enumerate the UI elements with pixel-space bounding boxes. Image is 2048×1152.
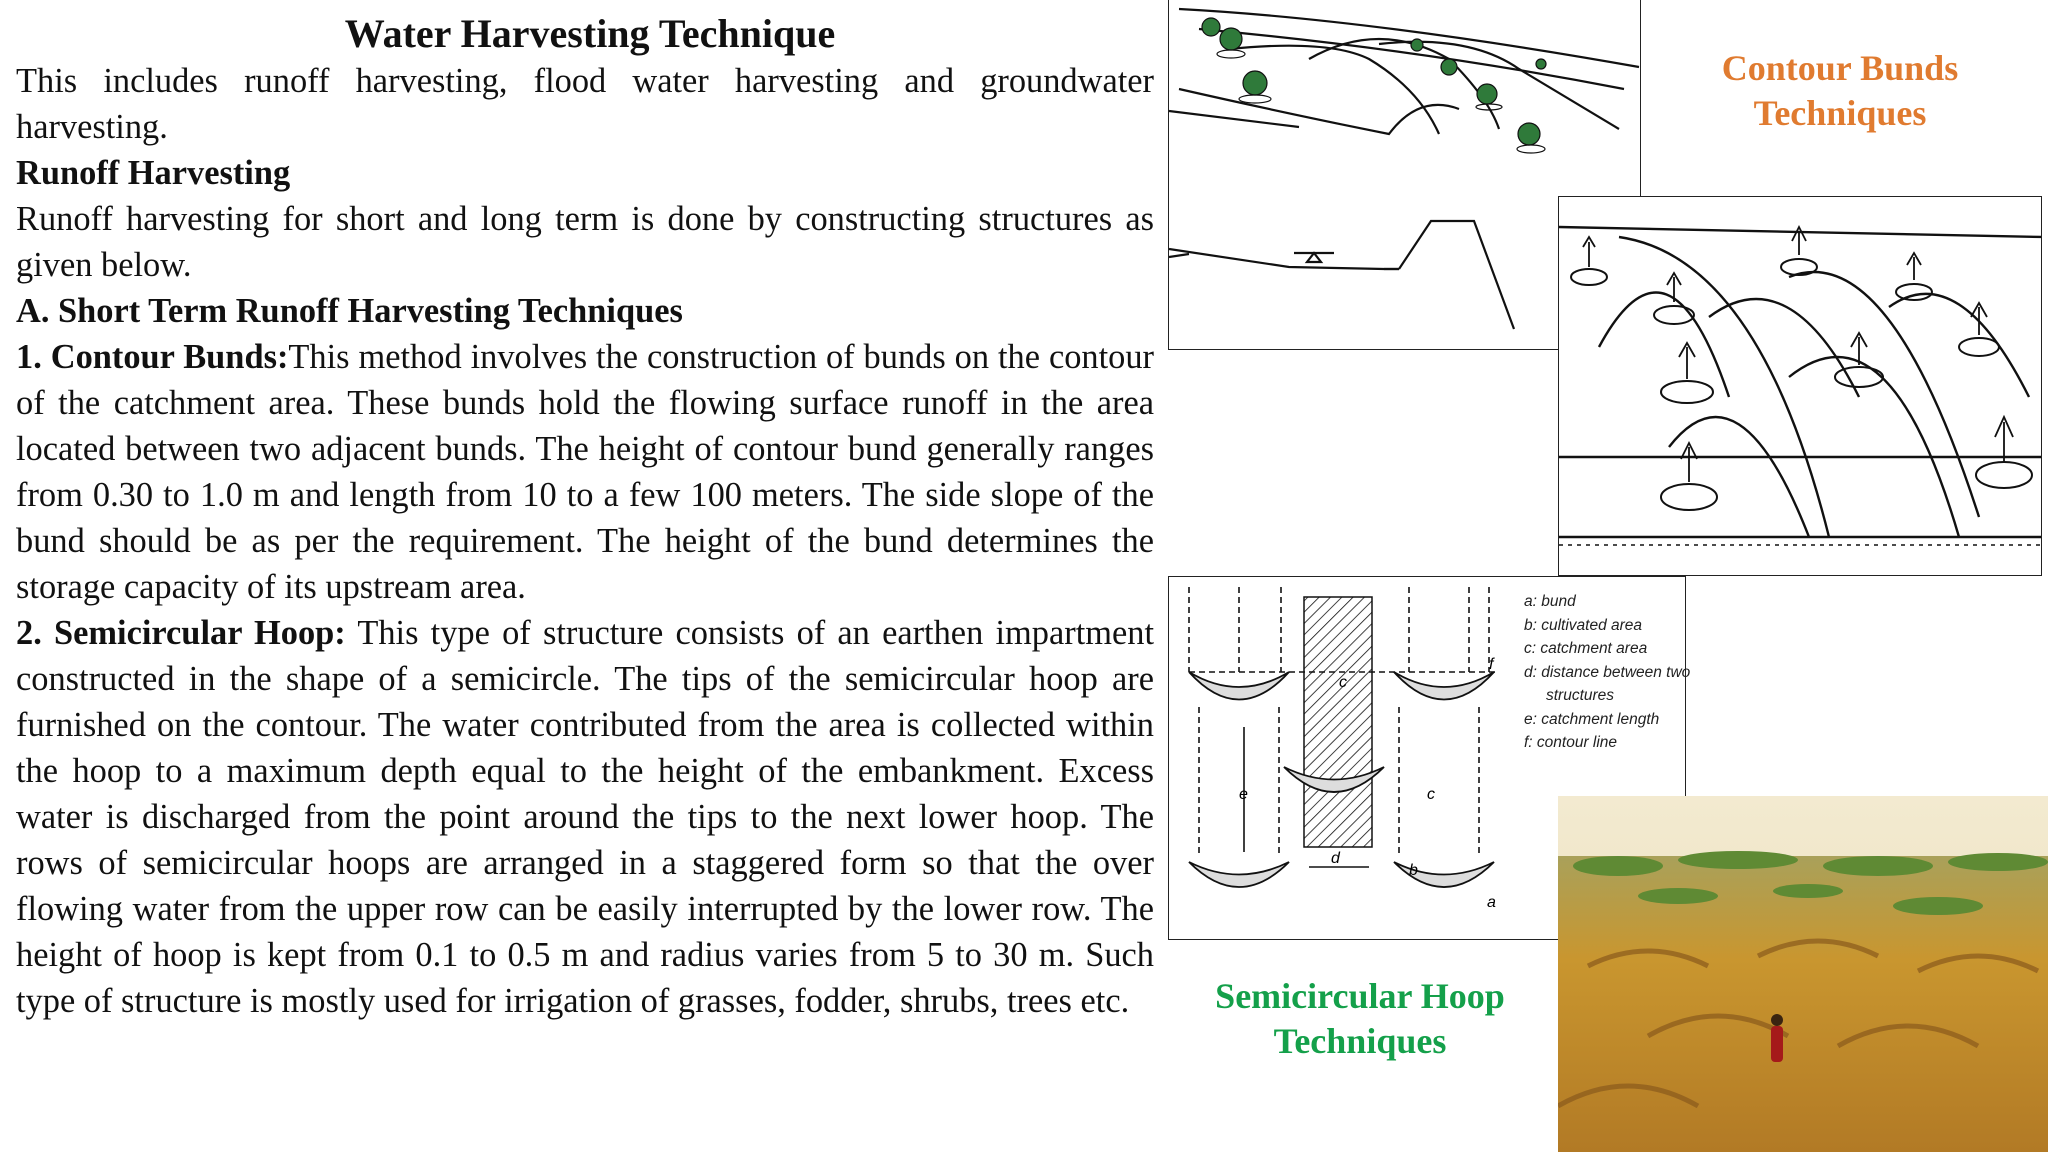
hoop-label: 2. Semicircular Hoop: [16,614,346,652]
legend-b: b: cultivated area [1524,616,1643,634]
contour-label: 1. Contour Bunds: [16,338,289,376]
runoff-paragraph: Runoff harvesting for short and long ter… [16,200,1154,284]
legend-c: c: catchment area [1524,640,1648,657]
contour-bund-landscape [1559,224,2041,546]
legend-d-cont: structures [1546,687,1615,704]
contour-paragraph: 1. Contour Bunds:This method involves th… [16,334,1154,610]
legend-f: f: contour line [1524,734,1618,751]
hoop-schematic: c c e d b a f [1188,587,1499,911]
contour-text: This method involves the construction of… [16,338,1154,606]
label-c: c [1339,674,1347,691]
intro-paragraph: This includes runoff harvesting, flood w… [16,62,1154,146]
landscape-photo [1558,796,2048,1152]
semicircular-hoop-photo [1558,796,2048,1152]
contour-bund-illustration [1558,196,2042,576]
label-e: e [1239,786,1248,803]
hoop-caption: Semicircular Hoop Techniques [1215,976,1505,1061]
label-c-2: c [1427,786,1435,803]
body-text: This includes runoff harvesting, flood w… [16,58,1154,1024]
hoop-paragraph: 2. Semicircular Hoop: This type of struc… [16,610,1154,1024]
hoop-legend: a: bund b: cultivated area c: catchment … [1524,590,1691,755]
contour-bund-sketch [1168,0,1641,350]
page-title: Water Harvesting Technique [344,11,836,56]
label-b: b [1409,862,1418,879]
runoff-heading: Runoff Harvesting [16,154,291,192]
short-term-heading: A. Short Term Runoff Harvesting Techniqu… [16,292,683,330]
legend-a: a: bund [1524,593,1576,610]
contour-bund-drawing [1169,7,1640,330]
label-d: d [1331,850,1341,867]
legend-d: d: distance between two [1524,663,1691,681]
label-f: f [1489,656,1495,673]
legend-e: e: catchment length [1524,710,1660,728]
contour-caption: Contour Bunds Techniques [1721,48,1959,133]
label-a: a [1487,894,1496,911]
hoop-text: This type of structure consists of an ea… [16,614,1155,1020]
